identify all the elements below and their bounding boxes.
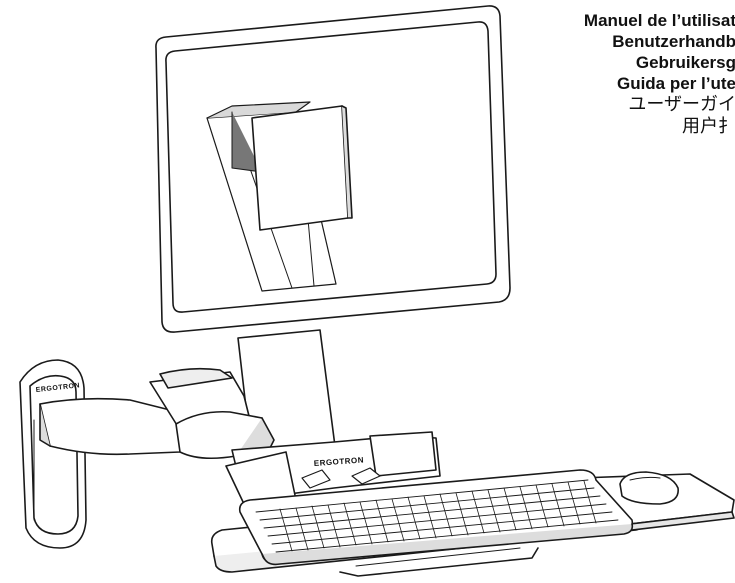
guide-title-dutch: Gebruikersg xyxy=(635,53,735,72)
wall-mount-brand-logo: ERGOTRON xyxy=(35,382,80,394)
wall-mount: ERGOTRON xyxy=(19,359,87,549)
guide-title-french: Manuel de l’utilisat xyxy=(583,11,735,30)
guide-title-german: Benutzerhandb xyxy=(612,32,735,51)
keyboard xyxy=(238,469,634,566)
guide-title-chinese: 用户扌 xyxy=(682,116,735,137)
tray-brand-logo: ERGOTRON xyxy=(314,456,365,468)
guide-title-japanese: ユーザーガイ xyxy=(628,94,735,115)
articulating-arm xyxy=(39,367,275,460)
monitor xyxy=(155,5,511,333)
guide-title-list: Manuel de l’utilisat Benutzerhandb Gebru… xyxy=(584,10,735,138)
guide-title-italian: Guida per l’ute xyxy=(616,74,735,93)
keyboard-tray-base: ERGOTRON xyxy=(225,431,441,505)
mouse xyxy=(619,471,679,505)
